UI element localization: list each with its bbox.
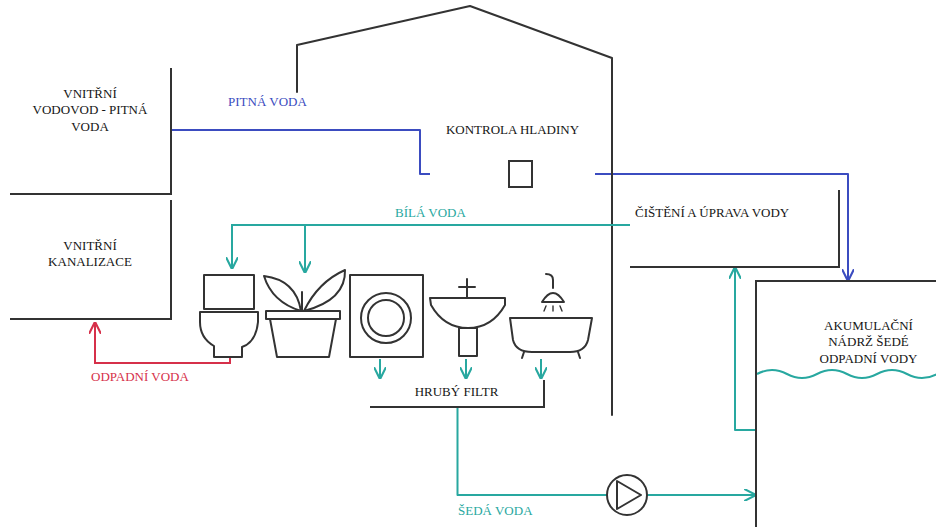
sewer-box: VNITŘNÍ KANALIZACE — [10, 200, 172, 320]
water-level-wave — [757, 370, 936, 378]
house-outline — [297, 6, 612, 415]
white-water-branch — [304, 225, 306, 272]
edge-label: ŠEDÁ VODA — [455, 503, 536, 519]
waste-water-label: ODPADNÍ VODA — [88, 369, 192, 385]
grey-water-pipe — [458, 408, 756, 495]
drain-arrow — [379, 359, 381, 378]
node-text: HRUBÝ FILTR — [377, 384, 537, 400]
treatment-box: ČIŠTĚNÍ A ÚPRAVA VODY — [630, 190, 840, 268]
storage-tank: AKUMULAČNÍ NÁDRŽ ŠEDÉ ODPADNÍ VODY — [755, 280, 936, 527]
level-control: KONTROLA HLADINY — [430, 122, 595, 192]
node-text: VNITŘNÍ KANALIZACE — [33, 238, 148, 271]
sink-symbol — [430, 279, 505, 356]
pump-symbol — [607, 475, 647, 515]
drain-arrow — [540, 359, 542, 378]
supply-box: VNITŘNÍ VODOVOD - PITNÁ VODA — [10, 68, 172, 195]
bathtub-symbol — [510, 274, 592, 358]
node-text: KONTROLA HLADINY — [430, 122, 595, 138]
white-water-label: BÍLÁ VODA — [392, 205, 469, 221]
node-text: ČIŠTĚNÍ A ÚPRAVA VODY — [635, 205, 831, 221]
washing-machine-symbol — [350, 275, 423, 357]
sensor-box — [508, 160, 533, 188]
grey-water-to-treatment — [735, 268, 755, 430]
node-text: AKUMULAČNÍ NÁDRŽ ŠEDÉ ODPADNÍ VODY — [801, 318, 936, 367]
edge-label: PITNÁ VODA — [225, 94, 310, 110]
toilet-symbol — [200, 275, 258, 357]
plant-symbol — [264, 270, 345, 357]
node-text: VNITŘNÍ VODOVOD - PITNÁ VODA — [33, 86, 148, 135]
white-water-line — [232, 225, 630, 268]
coarse-filter: HRUBÝ FILTR — [370, 380, 545, 408]
waste-water-line — [95, 323, 230, 363]
drain-arrow — [465, 359, 467, 378]
